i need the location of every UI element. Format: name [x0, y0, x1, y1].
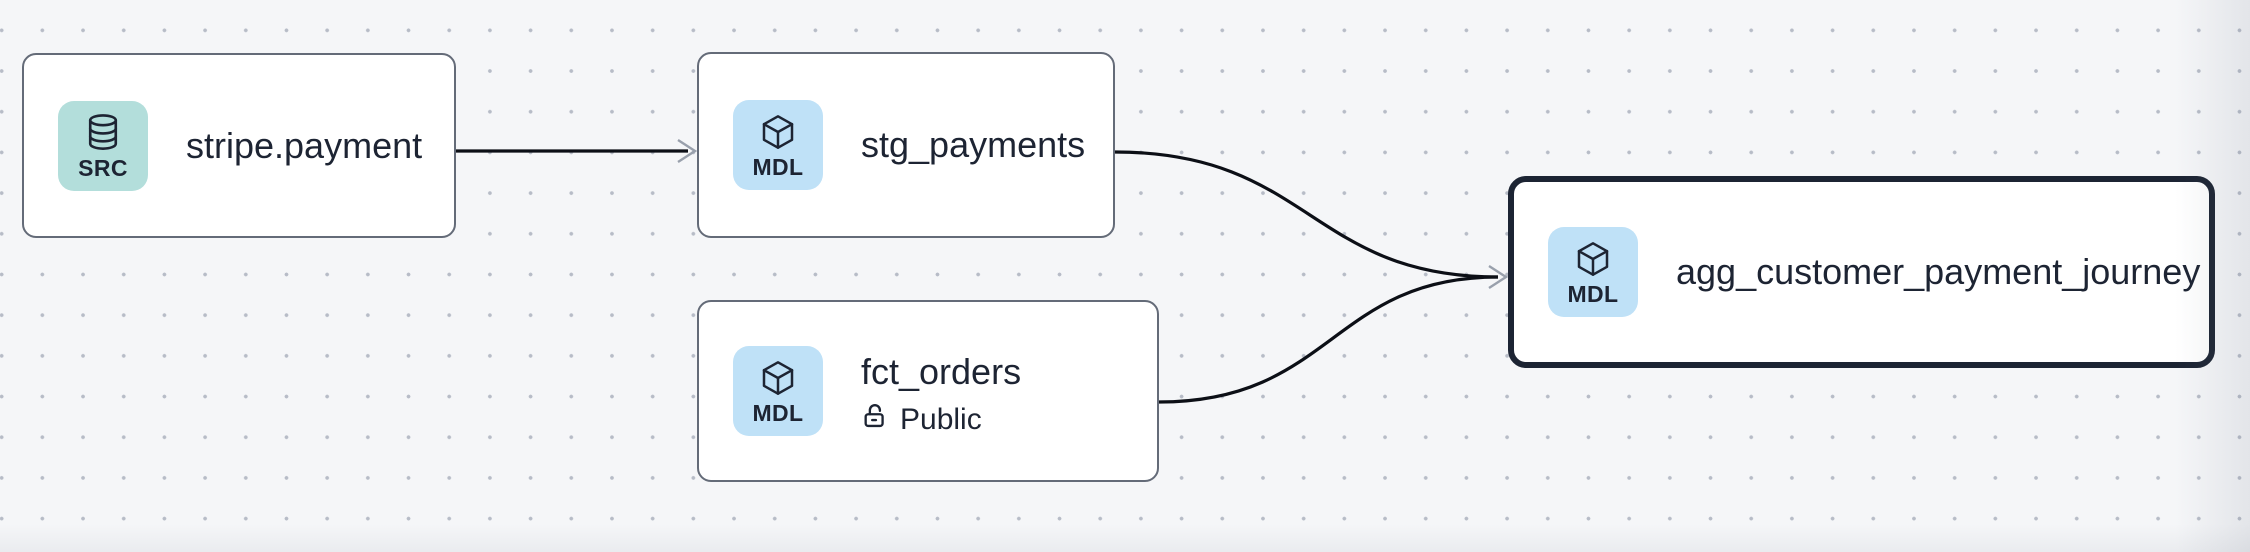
model-kind-badge: MDL — [733, 100, 823, 190]
badge-label: MDL — [1567, 280, 1619, 307]
cube-icon — [1573, 239, 1613, 279]
lock-open-icon — [861, 402, 889, 438]
visibility-row: Public — [861, 402, 1021, 438]
node-agg-customer-payment-journey[interactable]: MDL agg_customer_payment_journey — [1508, 176, 2215, 368]
model-kind-badge: MDL — [1548, 227, 1638, 317]
badge-label: MDL — [752, 153, 804, 180]
arrowhead-icon — [677, 138, 698, 164]
badge-label: MDL — [752, 399, 804, 426]
cube-icon — [758, 358, 798, 398]
node-stripe-payment[interactable]: SRC stripe.payment — [22, 53, 456, 238]
node-fct-orders[interactable]: MDL fct_orders Public — [697, 300, 1159, 482]
arrowhead-icon — [1488, 264, 1509, 290]
visibility-label: Public — [900, 402, 982, 436]
node-title: stripe.payment — [186, 124, 423, 166]
node-title: agg_customer_payment_journey — [1676, 251, 2201, 293]
edge-fct-orders-to-agg-customer-payment-journey — [1158, 275, 1499, 404]
badge-label: SRC — [78, 155, 128, 181]
database-icon — [82, 111, 124, 153]
model-kind-badge: MDL — [733, 346, 823, 436]
cube-icon — [758, 112, 798, 152]
node-title: fct_orders — [861, 351, 1022, 393]
node-stg-payments[interactable]: MDL stg_payments — [697, 52, 1115, 238]
edge-stg-payments-to-agg-customer-payment-journey — [1114, 150, 1499, 279]
source-kind-badge: SRC — [58, 100, 148, 191]
node-body: fct_orders Public — [861, 344, 1021, 437]
node-title: stg_payments — [861, 124, 1086, 166]
